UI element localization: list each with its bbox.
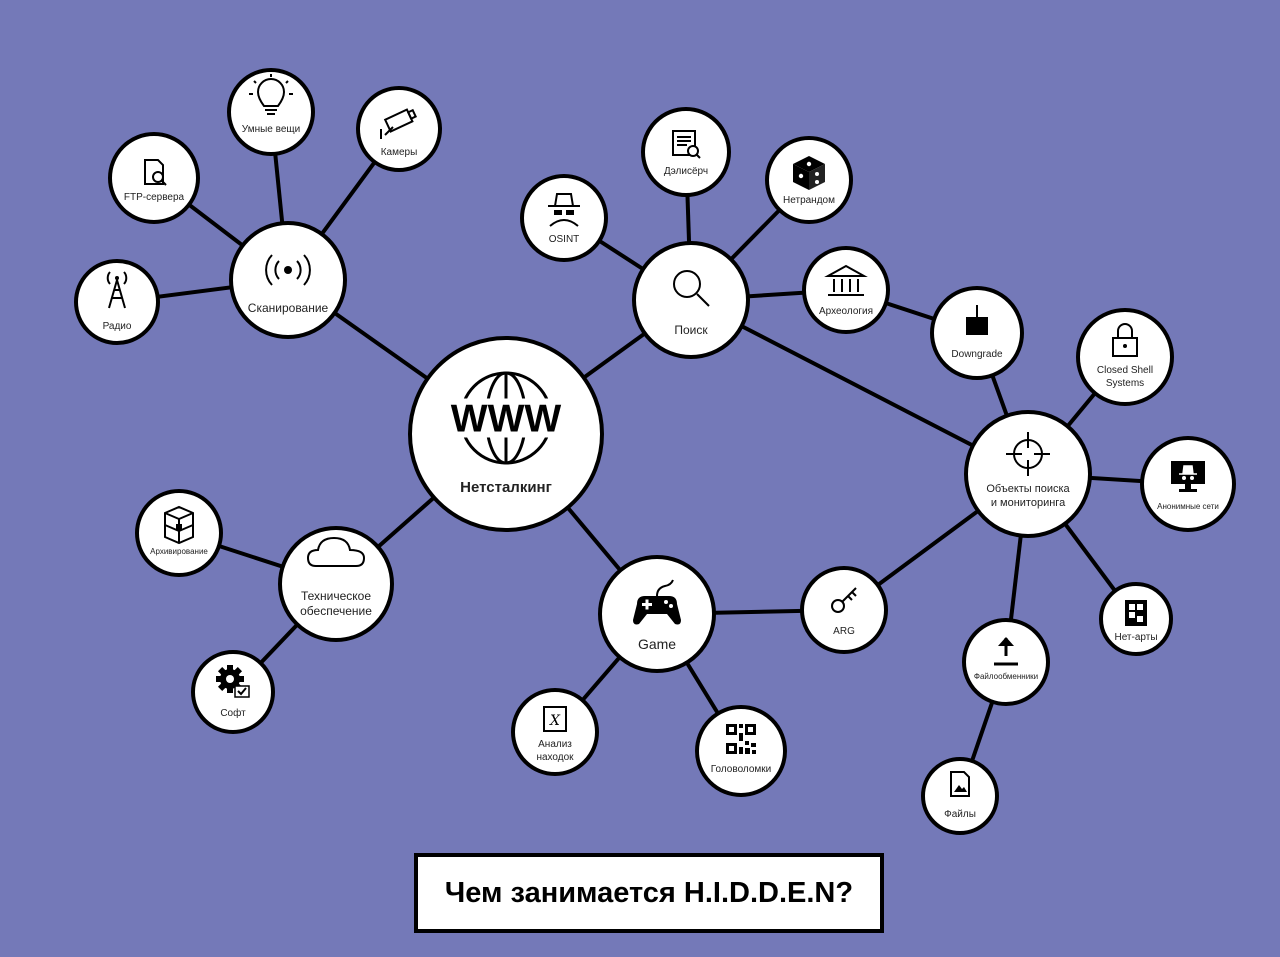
- crosshair-icon: [1006, 432, 1050, 476]
- node-label: Файлообменники: [974, 672, 1038, 681]
- dice-icon: [793, 156, 825, 190]
- cloud-icon: [306, 536, 366, 567]
- node-circle: [520, 174, 608, 262]
- node-scan: Сканирование: [229, 221, 347, 339]
- node-search: Поиск: [632, 241, 750, 359]
- qr-code-icon: [726, 724, 756, 754]
- broadcast-icon: [265, 254, 311, 286]
- node-label: Софт: [220, 707, 246, 719]
- node-label: Археология: [819, 306, 873, 317]
- node-arg: ARG: [800, 566, 888, 654]
- node-archaeo: Археология: [802, 246, 890, 334]
- node-label: FTP-сервера: [124, 192, 185, 203]
- node-soft: Софт: [191, 650, 275, 734]
- node-netart: Нет-арты: [1099, 582, 1173, 656]
- node-circle: [802, 246, 890, 334]
- node-label: Объекты поиска: [986, 483, 1070, 495]
- node-label: Файлы: [944, 809, 976, 820]
- node-label: Поиск: [674, 323, 708, 337]
- node-label: Нет-арты: [1114, 632, 1157, 643]
- museum-icon: [824, 264, 868, 296]
- x-box-icon: X: [543, 706, 567, 732]
- node-label: Systems: [1106, 378, 1144, 389]
- node-label: обеспечение: [300, 604, 372, 618]
- archive-icon: [164, 505, 194, 545]
- file-search-icon: [144, 159, 167, 186]
- node-circle: [74, 259, 160, 345]
- node-label: и мониторинга: [991, 497, 1066, 509]
- node-objects: Объекты поиска и мониторинга: [964, 410, 1092, 538]
- node-label: Closed Shell: [1097, 365, 1153, 376]
- node-puzzles: Головоломки: [695, 705, 787, 797]
- globe-www-icon: WWW: [437, 371, 575, 465]
- upload-icon: [994, 637, 1018, 666]
- node-cameras: Камеры: [356, 86, 442, 172]
- padlock-icon: [1112, 323, 1138, 357]
- node-analysis: X Анализ находок: [511, 688, 599, 776]
- node-label: Анонимные сети: [1157, 502, 1219, 511]
- node-files: Файлы: [921, 757, 999, 835]
- node-circle: [278, 526, 394, 642]
- node-label: Камеры: [381, 147, 418, 158]
- key-icon: [831, 587, 857, 613]
- radio-tower-icon: [106, 271, 128, 309]
- diagram-title: Чем занимается H.I.D.D.E.N?: [444, 876, 854, 909]
- gamepad-icon: [633, 579, 681, 625]
- node-deepsearch: Дэлисёрч: [641, 107, 731, 197]
- svg-text:WWW: WWW: [451, 398, 562, 441]
- node-filehost: Файлообменники: [962, 618, 1050, 706]
- node-circle: [641, 107, 731, 197]
- node-label: Архивирование: [150, 547, 208, 556]
- image-file-icon: [950, 771, 970, 797]
- spy-icon: [548, 193, 580, 227]
- monitor-spy-icon: [1171, 461, 1205, 492]
- node-label: Умные вещи: [242, 124, 300, 135]
- node-smart: Умные вещи: [227, 68, 315, 156]
- lightbulb-icon: [249, 74, 293, 115]
- node-label: Нетсталкинг: [460, 479, 552, 496]
- download-box-icon: [966, 305, 988, 335]
- node-label: Дэлисёрч: [664, 166, 708, 177]
- node-label: Game: [638, 636, 676, 652]
- node-ftp: FTP-сервера: [108, 132, 200, 224]
- grid-art-icon: [1125, 600, 1147, 626]
- magnifier-icon: [673, 270, 710, 307]
- node-downgrade: Downgrade: [930, 286, 1024, 380]
- node-circle: [356, 86, 442, 172]
- node-osint: OSINT: [520, 174, 608, 262]
- node-circle: [962, 618, 1050, 706]
- node-label: Сканирование: [248, 301, 329, 315]
- node-circle: [800, 566, 888, 654]
- node-label: OSINT: [549, 234, 580, 245]
- node-label: Нетрандом: [783, 195, 835, 206]
- cctv-camera-icon: [380, 108, 418, 139]
- node-label: Анализ: [538, 739, 572, 750]
- node-netrandom: Нетрандом: [765, 136, 853, 224]
- node-game: Game: [598, 555, 716, 673]
- node-label: находок: [536, 752, 574, 763]
- node-radio: Радио: [74, 259, 160, 345]
- node-archiving: Архивирование: [135, 489, 223, 577]
- svg-text:X: X: [549, 713, 561, 729]
- gear-icon: [216, 665, 250, 698]
- node-label: Головоломки: [711, 764, 771, 775]
- node-center: WWW Нетсталкинг: [408, 336, 604, 532]
- node-label: Downgrade: [951, 349, 1003, 360]
- node-label: Радио: [103, 321, 132, 332]
- title-box: Чем занимается H.I.D.D.E.N?: [414, 853, 884, 933]
- node-label: ARG: [833, 626, 855, 637]
- node-circle: [227, 68, 315, 156]
- node-label: Техническое: [301, 589, 371, 603]
- node-circle: [229, 221, 347, 339]
- document-search-icon: [672, 130, 701, 159]
- node-anon: Анонимные сети: [1140, 436, 1236, 532]
- node-circle: [632, 241, 750, 359]
